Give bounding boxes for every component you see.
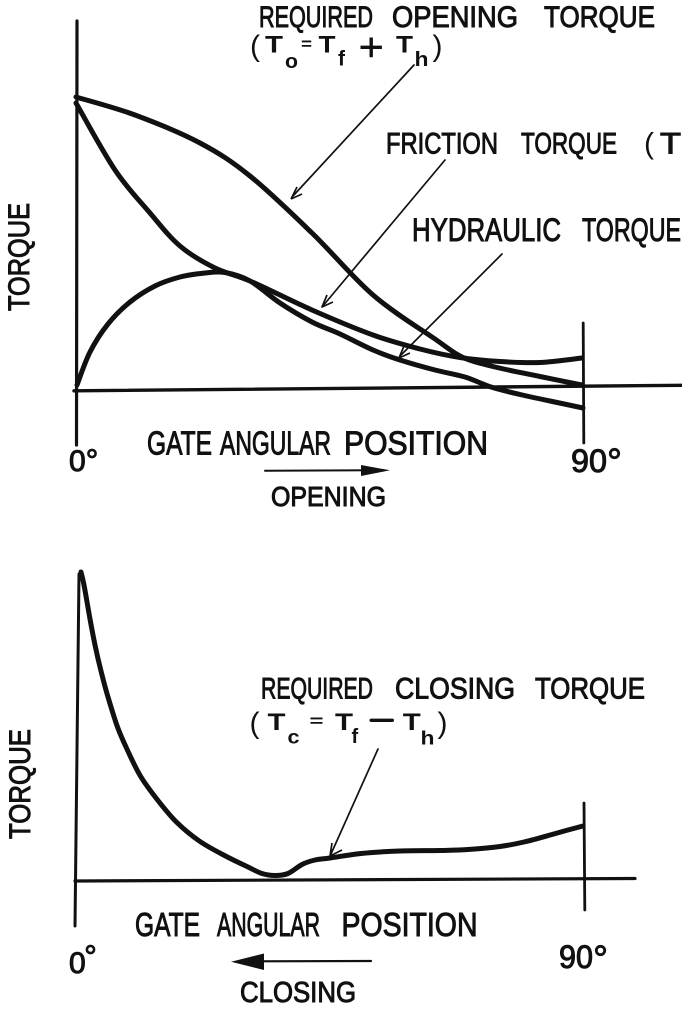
svg-text:HYDRAULIC: HYDRAULIC xyxy=(412,212,561,248)
svg-text:CLOSING: CLOSING xyxy=(240,977,356,1009)
svg-text:TORQUE: TORQUE xyxy=(3,203,36,311)
svg-text:CLOSING: CLOSING xyxy=(395,673,515,706)
svg-text:0: 0 xyxy=(69,445,86,478)
svg-text:90: 90 xyxy=(571,443,607,479)
svg-text:T: T xyxy=(265,32,283,59)
svg-text:): ) xyxy=(438,707,448,740)
svg-text:=: = xyxy=(310,712,324,731)
svg-text:f: f xyxy=(338,48,346,71)
svg-text:(: ( xyxy=(644,128,654,161)
svg-text:(: ( xyxy=(250,30,260,63)
svg-text:o: o xyxy=(285,51,298,73)
svg-text:TORQUE: TORQUE xyxy=(4,729,37,839)
svg-text:GATE: GATE xyxy=(135,906,200,943)
svg-text:GATE: GATE xyxy=(147,425,212,462)
svg-text:POSITION: POSITION xyxy=(344,425,488,462)
svg-text:TORQUE: TORQUE xyxy=(521,128,617,161)
svg-text:c: c xyxy=(288,728,300,749)
svg-text:): ) xyxy=(433,30,443,63)
svg-text:=: = xyxy=(301,35,312,54)
svg-text:f: f xyxy=(352,726,359,748)
svg-text:REQUIRED: REQUIRED xyxy=(261,673,373,706)
svg-text:TORQUE: TORQUE xyxy=(544,1,655,34)
svg-text:h: h xyxy=(415,49,429,71)
svg-text:REQUIRED: REQUIRED xyxy=(259,1,373,34)
svg-text:h: h xyxy=(421,729,435,750)
svg-text:OPENING: OPENING xyxy=(392,1,518,34)
svg-text:POSITION: POSITION xyxy=(342,906,478,943)
svg-text:TORQUE: TORQUE xyxy=(582,212,681,248)
svg-text:OPENING: OPENING xyxy=(271,481,386,512)
svg-text:FRICTION: FRICTION xyxy=(386,128,498,161)
svg-text:90: 90 xyxy=(559,939,593,975)
svg-text:ANGULAR: ANGULAR xyxy=(217,906,320,943)
svg-text:T: T xyxy=(396,32,413,59)
svg-text:T: T xyxy=(319,32,336,59)
svg-text:TORQUE: TORQUE xyxy=(535,673,645,706)
svg-text:T: T xyxy=(660,128,681,161)
svg-text:0: 0 xyxy=(69,947,86,980)
svg-text:(: ( xyxy=(250,707,260,740)
svg-text:ANGULAR: ANGULAR xyxy=(220,425,331,462)
svg-text:T: T xyxy=(268,709,286,736)
svg-text:T: T xyxy=(403,709,421,736)
